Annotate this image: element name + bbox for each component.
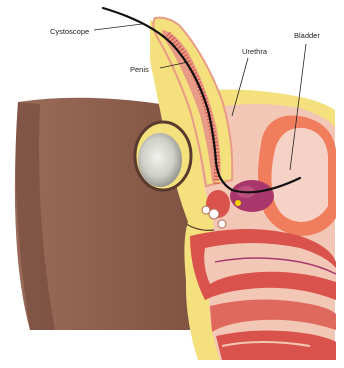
bulb-small-2 <box>202 206 210 214</box>
label-cystoscope: Cystoscope <box>50 27 89 36</box>
bulb-small-1 <box>209 209 219 219</box>
testis <box>138 133 182 187</box>
yellow-node <box>235 200 241 206</box>
label-penis: Penis <box>130 65 149 74</box>
leader-cystoscope <box>94 24 142 30</box>
label-urethra: Urethra <box>242 47 268 56</box>
bulb-small-3 <box>218 220 226 228</box>
label-bladder: Bladder <box>294 31 320 40</box>
bladder-lumen <box>271 128 328 222</box>
